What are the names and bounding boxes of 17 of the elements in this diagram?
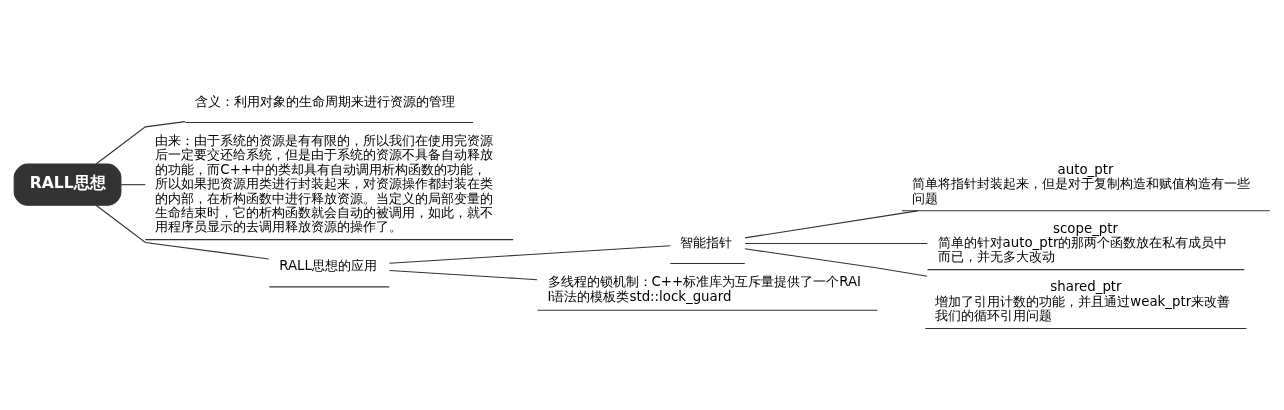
node-text: scope_ptr 简单的针对auto_ptr的那两个函数放在私有成员中而已，并无多大改动 <box>937 220 1228 264</box>
connector <box>744 247 928 277</box>
connector <box>95 204 270 259</box>
connector <box>744 242 928 244</box>
connector <box>744 209 919 238</box>
node-text: 智能指针 <box>680 234 733 250</box>
connector <box>120 183 146 185</box>
node-text: auto_ptr 简单将指针封装起来，但是对于复制构造和赋值构造有一些问题 <box>912 161 1250 206</box>
connector <box>388 244 671 264</box>
node-text: RALL思想的应用 <box>279 257 377 273</box>
node-text: shared_ptr 增加了引用计数的功能，并且通过weak_ptr来改善我们的循环引用问题 <box>935 278 1231 323</box>
node-text: 多线程的锁机制：C++标准库为互斥量提供了一个RAII语法的模板类std::lock_guard <box>547 273 861 304</box>
connector <box>95 120 186 164</box>
node-box: RALL思想 <box>13 163 122 206</box>
connector <box>388 269 538 280</box>
node-text: 由来：由于系统的资源是有有限的，所以我们在使用完资源后一定要交还给系统，但是由于系统的资源不具备自动释放的功能，而C++中的类却具有自动调用析构函数的功能，所以如果把资源用类进行封装起来，对资源操作都封装在类的内部，在析构函数中进行释放资源。当定义的局部变量的生命结束时，它的析构函数就会自动的被调用，如此，就不用程序员显示的去调用释放资源的操作了。 <box>155 132 494 234</box>
node-text: 含义：利用对象的生命周期来进行资源的管理 <box>195 93 456 109</box>
